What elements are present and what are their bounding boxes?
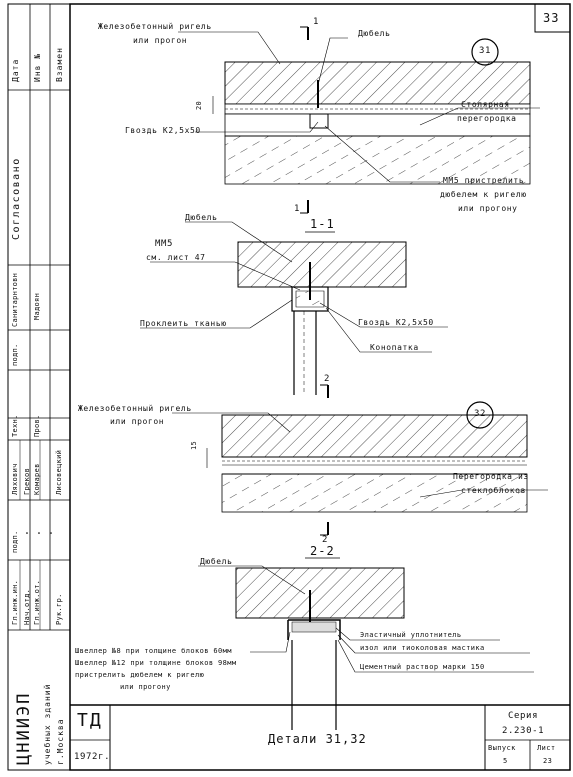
stamp-role-3: Гл.инж.от. [33,579,41,625]
stamp-date: Дата [11,58,20,82]
sheet-value: 23 [543,757,553,765]
stamp-role-2: Нач.отд. [23,588,31,625]
section22-seal: Эластичный уплотнитель [360,631,462,639]
series-label: Серия [508,711,539,721]
section22-dowel-label: Дюбель [200,557,233,566]
section11-mm-label: ММ5 [155,239,174,249]
detail32-beam-label: Железобетонный ригель [78,404,192,413]
section22-title: 2-2 [310,544,335,558]
stamp-inv: Инв № [33,52,42,82]
section22-seal-2: изол или тиоколовая мастика [360,644,485,652]
stamp-podp-2: подп. [11,343,19,366]
stamp-madoyan: Мадоян [33,292,41,320]
stamp-org-sub: учебных зданий [43,683,52,765]
stamp-tekh: Техн. [11,414,19,437]
stamp-role-1: Гл.инж.ин. [11,579,19,625]
detail31-mm-label-3: или прогону [458,204,518,213]
detail32-beam-label-2: или прогон [110,417,165,426]
stamp-city: г.Москва [56,718,65,765]
stamp-org: ЦНИИЭП [14,691,34,765]
section11-mm-ref: см. лист 47 [146,253,206,262]
detail31-dimension: 20 [195,100,203,110]
detail32-cut-bottom: 2 [322,535,329,545]
drawing-title: Детали 31,32 [268,732,367,746]
issue-label: Выпуск [488,744,516,752]
detail32-partition-label-2: стеклоблоков [461,486,526,495]
stamp-vzamen: Взамен [55,47,64,82]
section22-mortar: Цементный раствор марки 150 [360,663,485,671]
detail32-partition-label: Перегородка из [453,472,529,481]
detail31-partition-label-2: перегородка [457,114,517,123]
td-mark: ТД [77,710,103,731]
issue-value: 5 [503,757,508,765]
detail31-beam-label: Железобетонный ригель [98,22,212,31]
stamp-name-3: Комарев [33,463,41,495]
section11-nail-label: Гвоздь К2,5х50 [358,318,434,327]
detail31-partition-label: Столярная [461,100,510,109]
stamp-name-2: Греков [23,467,31,495]
year: 1972г. [74,752,111,762]
section22-channel-1: Швеллер №8 при толщине блоков 60мм [75,647,232,655]
section11-dowel-label: Дюбель [185,213,218,222]
stamp-role-4: Рук.гр. [55,593,63,625]
detail32-circle-number: 32 [474,409,487,419]
detail31-circle-number: 31 [479,46,492,56]
section22-channel-2: Швеллер №12 при толщине блоков 98мм [75,659,237,667]
stamp-prov: Пров. [33,414,41,437]
stamp-soglasovano: Согласовано [11,157,22,240]
section11-fabric-label: Проклеить тканью [140,319,227,328]
section11-title: 1-1 [310,217,335,231]
stamp-ditto-1: " [25,530,33,535]
section22-channel-3: пристрелить дюбелем к ригелю [75,671,205,679]
stamp-sanitary: Санитарнтовн [11,272,19,327]
detail32-dimension: 15 [190,440,198,450]
section22-channel-4: или прогону [120,683,171,691]
stamp-ditto-2: " [37,530,45,535]
sheet-label: Лист [537,744,556,752]
detail31-beam-label-2: или прогон [133,36,188,45]
detail31-dowel-label: Дюбель [358,29,391,38]
detail32-cut-top: 2 [324,374,331,384]
detail31-mm-label-2: дюбелем к ригелю [440,190,527,199]
stamp-name-4: Лисовецкий [55,449,63,495]
section11-caulk-label: Конопатка [370,343,419,352]
sheet-number: 33 [543,11,560,25]
detail31-nail-label: Гвоздь К2,5х50 [125,126,201,135]
stamp-podp-1: подп. [11,530,19,553]
stamp-ditto-3: " [49,530,57,535]
series-value: 2.230-1 [502,726,545,736]
detail31-mm-label: ММ5 пристрелить [443,176,525,185]
detail31-cut-bottom: 1 [294,204,301,214]
stamp-name-1: Ляхович [11,463,19,495]
detail31-cut-top: 1 [313,17,320,27]
